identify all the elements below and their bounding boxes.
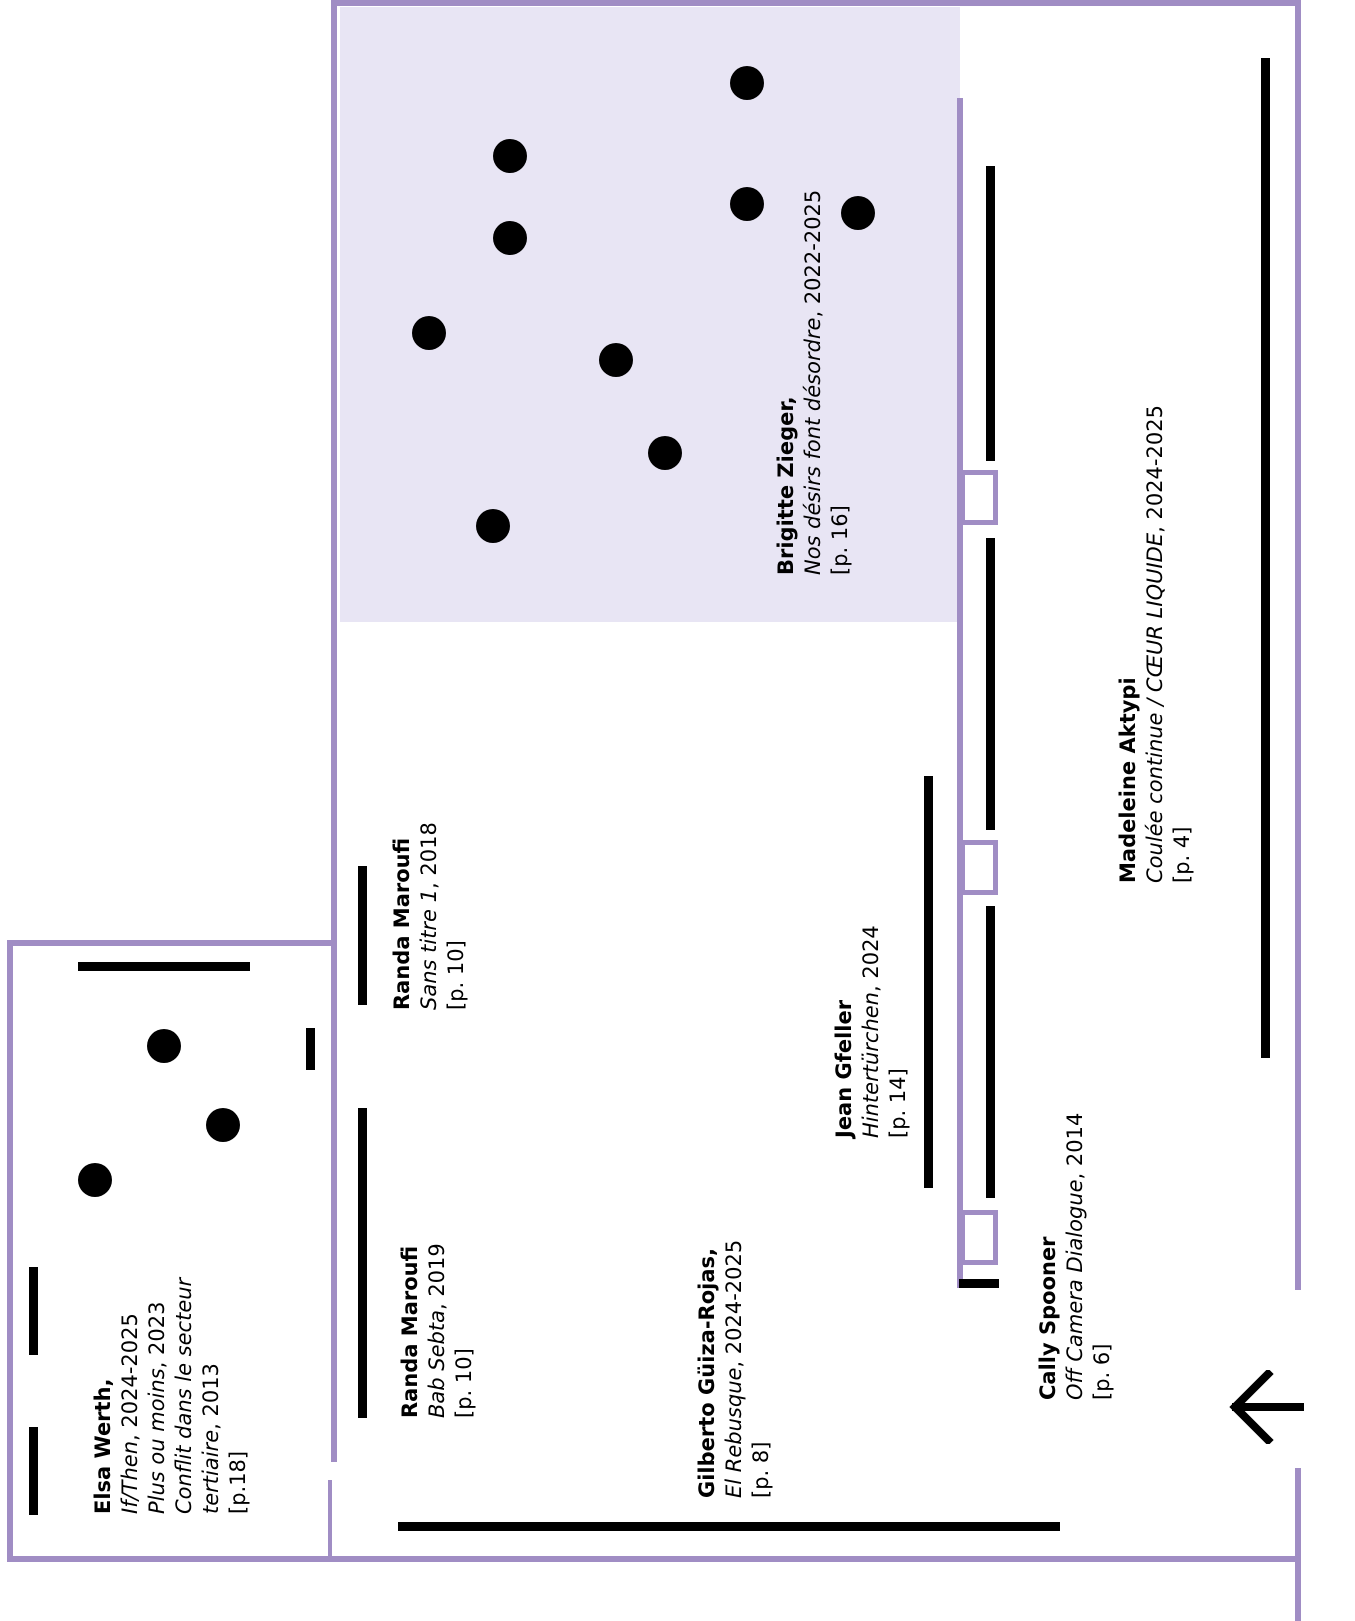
zieger-bar-1 [986,166,995,461]
wall-right-lower [1295,1468,1301,1621]
zieger-zone [340,7,960,622]
page-ref: [p.18] [226,1450,250,1514]
zieger-dot [599,343,633,377]
zieger-dot [476,509,510,543]
doorway-2 [960,840,998,895]
label-gfeller: Jean Gfeller Hintertürchen, 2024 [p. 14] [832,925,910,1138]
werth-dot [147,1029,181,1063]
aktypi-bar [1261,58,1270,1058]
zieger-dot [493,139,527,173]
spooner-bar [959,1279,999,1288]
label-guiza-rojas: Gilberto Güiza-Rojas, El Rebusque, 2024-… [695,1239,773,1498]
artwork-title: Nos désirs font désordre [801,317,825,575]
artist-name: Cally Spooner [1036,1236,1060,1400]
artwork-title: tertiaire [199,1429,223,1514]
label-zieger: Brigitte Zieger, Nos désirs font désordr… [774,189,852,575]
wall-annex-top [7,940,337,946]
artist-name: Elsa Werth, [91,1378,115,1514]
page-ref: [p. 14] [886,1068,910,1138]
page-ref: [p. 8] [749,1441,773,1498]
page-ref: [p. 4] [1170,826,1194,883]
werth-bar-lower [29,1427,38,1515]
label-maroufi-bab-sebta: Randa Maroufi Bab Sebta, 2019 [p. 10] [398,1243,476,1418]
artwork-title: El Rebusque [722,1367,746,1498]
zieger-dot [730,187,764,221]
bab-sebta-bar [358,1108,367,1418]
label-werth: Elsa Werth, If/Then, 2024-2025 Plus ou m… [91,1277,250,1514]
artwork-title: Coulée continue / CŒUR LIQUIDE [1143,532,1167,883]
artist-name: Randa Maroufi [390,837,414,1010]
wall-top [331,0,1301,6]
artwork-title: Sans titre 1 [417,888,441,1010]
wall-bottom [7,1556,1301,1562]
zieger-dot [841,196,875,230]
artwork-title: Hintertürchen [859,992,883,1138]
werth-dot [78,1163,112,1197]
werth-bar-upper [29,1267,38,1355]
annex-small-bar [306,1028,315,1070]
artist-name: Brigitte Zieger, [774,396,798,575]
artwork-title: If/Then [118,1440,142,1514]
doorway-3 [960,1210,998,1265]
zieger-dot [493,221,527,255]
artwork-title: Bab Sebta [425,1310,449,1418]
wall-main-left [331,0,337,1462]
label-aktypi: Madeleine Aktypi Coulée continue / CŒUR … [1116,405,1194,883]
page-ref: [p. 6] [1090,1343,1114,1400]
page-ref: [p. 10] [452,1348,476,1418]
arrow-left-icon [1229,1370,1304,1444]
zieger-dot [412,316,446,350]
zieger-dot [648,436,682,470]
sans-titre-bar [358,866,367,1005]
artist-name: Madeleine Aktypi [1116,677,1140,883]
hinterturchen-bar [924,776,933,1188]
werth-dot [206,1108,240,1142]
zieger-bar-3 [986,906,995,1198]
page-ref: [p. 16] [828,505,852,575]
wall-annex-divider [328,1480,332,1562]
artwork-title: Conflit dans le secteur [172,1277,196,1514]
artist-name: Randa Maroufi [398,1245,422,1418]
wall-annex-left [7,940,13,1562]
wall-right-upper [1295,0,1301,1290]
annex-top-bar [78,962,250,971]
artwork-title: Plus ou moins [145,1368,169,1514]
artwork-title: Off Camera Dialogue [1063,1179,1087,1400]
artist-name: Gilberto Güiza-Rojas, [695,1248,719,1498]
label-spooner: Cally Spooner Off Camera Dialogue, 2014 … [1036,1112,1114,1400]
page-ref: [p. 10] [444,940,468,1010]
rebusque-bar [398,1522,1060,1531]
label-maroufi-sans-titre: Randa Maroufi Sans titre 1, 2018 [p. 10] [390,822,468,1010]
doorway-1 [960,470,998,525]
artist-name: Jean Gfeller [832,999,856,1138]
wall-partition [957,98,963,1288]
zieger-dot [730,66,764,100]
zieger-bar-2 [986,538,995,830]
